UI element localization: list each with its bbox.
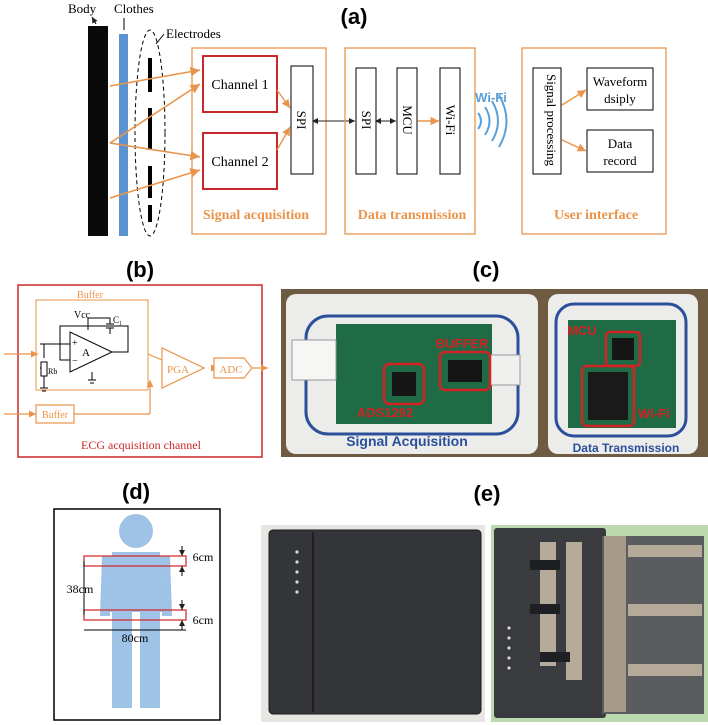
ch1-to-spi (276, 89, 291, 109)
ads-highlight (382, 362, 426, 406)
data-record-line1: Data (608, 136, 633, 151)
mcu-chip (612, 338, 634, 360)
clothes-label: Clothes (114, 1, 154, 16)
mcu-box (396, 67, 418, 175)
wifi-block-label: Wi-Fi (443, 105, 458, 136)
waveform-line1: Waveform (593, 74, 648, 89)
wifi-highlight (580, 364, 636, 428)
buffer-bottom-label: Buffer (42, 410, 69, 421)
acq-connector (291, 339, 337, 381)
group-tx-label: Data transmission (358, 208, 467, 223)
panel-c-letter: (c) (473, 257, 500, 282)
mcu-photo-label: MCU (567, 323, 597, 338)
rb-label: Rb (48, 367, 57, 376)
wifi-block-box (439, 67, 461, 175)
ads-chip (392, 372, 416, 396)
panel-d: (d) 6cm 38cm 6cm 80cm (53, 479, 221, 721)
sp-to-waveform (561, 89, 587, 106)
ch2-to-spi (276, 126, 291, 151)
panel-e: (e) (261, 481, 708, 722)
electrode-dots-open (507, 626, 511, 670)
pga-label: PGA (167, 364, 189, 376)
tx-outline (554, 302, 688, 438)
panel-c: (c) BUFFER ADS1292 Signal Acquisition MC… (281, 257, 708, 457)
electrodes-pointer (155, 33, 165, 45)
channel-2-label: Channel 2 (211, 155, 268, 170)
adc-label: ADC (219, 364, 242, 376)
mcu-label: MCU (400, 105, 415, 135)
buffer-frame (35, 299, 149, 391)
electrode-dots-closed (295, 550, 299, 594)
data-record-line2: record (603, 153, 637, 168)
dim-bottom-label: 6cm (193, 613, 214, 627)
buffer-highlight (438, 350, 492, 392)
panel-a-letter: (a) (341, 4, 368, 29)
garment-closed (268, 529, 482, 715)
amp-label: A (82, 347, 90, 359)
body-label: Body (68, 1, 97, 16)
dim-height-label: 38cm (67, 582, 94, 596)
buffer-photo-label: BUFFER (436, 336, 489, 351)
panel-b: (b) Buffer Vcc C₁ A + − Rb (4, 257, 268, 458)
acq-connector-right (489, 354, 521, 386)
velcro-tabs (530, 560, 570, 662)
channel-title: ECG acquisition channel (81, 438, 202, 452)
sp-to-record (561, 139, 587, 152)
opamp-circuit (40, 317, 129, 392)
group-data-transmission (344, 47, 476, 235)
vcc-label: Vcc (74, 310, 91, 321)
channel-2-box (202, 132, 278, 190)
panel-d-letter: (d) (122, 479, 150, 504)
spi-tx-label: SPI (359, 111, 374, 130)
channel-1-box (202, 55, 278, 113)
human-figure-icon (100, 514, 172, 708)
buffer-top-label: Buffer (77, 290, 104, 301)
ecg-signal-path (4, 347, 268, 424)
plus-label: + (72, 338, 78, 349)
body-pointer (91, 16, 98, 25)
electrode-arrows (109, 66, 201, 199)
minus-label: − (72, 356, 78, 367)
body-bar (88, 26, 108, 236)
channel-1-label: Channel 1 (211, 78, 268, 93)
data-tx-photo-label: Data Transmission (573, 441, 680, 455)
c1-label: C₁ (113, 315, 122, 325)
ads-photo-label: ADS1292 (357, 405, 413, 420)
waveform-box (586, 67, 654, 111)
panel-b-letter: (b) (126, 257, 154, 282)
wifi-photo-label: Wi-Fi (638, 406, 670, 421)
group-acq-label: Signal acquisition (203, 208, 309, 223)
signal-acq-photo-label: Signal Acquisition (346, 433, 468, 449)
group-user-interface (521, 47, 667, 235)
dimension-lines (83, 546, 186, 631)
spi-acq-label: SPI (294, 111, 309, 130)
dim-width-label: 80cm (122, 631, 149, 645)
electrodes-label: Electrodes (166, 26, 221, 41)
wifi-signal-label: Wi-Fi (475, 90, 507, 105)
signal-processing-box (532, 67, 562, 175)
group-signal-acquisition (191, 47, 327, 235)
data-record-box (586, 129, 654, 173)
waveform-line2: dsiply (604, 91, 636, 106)
wifi-module (588, 372, 628, 420)
signal-processing-label: Signal processing (544, 74, 559, 167)
dim-top-label: 6cm (193, 550, 214, 564)
group-ui-label: User interface (554, 208, 638, 223)
buffer-chip (448, 360, 482, 382)
panel-a: (a) Body Clothes Electrodes Channel 1 Ch… (68, 1, 667, 237)
wifi-waves-icon (477, 94, 508, 148)
panel-e-letter: (e) (474, 481, 501, 506)
electrodes-ellipse (134, 29, 166, 237)
